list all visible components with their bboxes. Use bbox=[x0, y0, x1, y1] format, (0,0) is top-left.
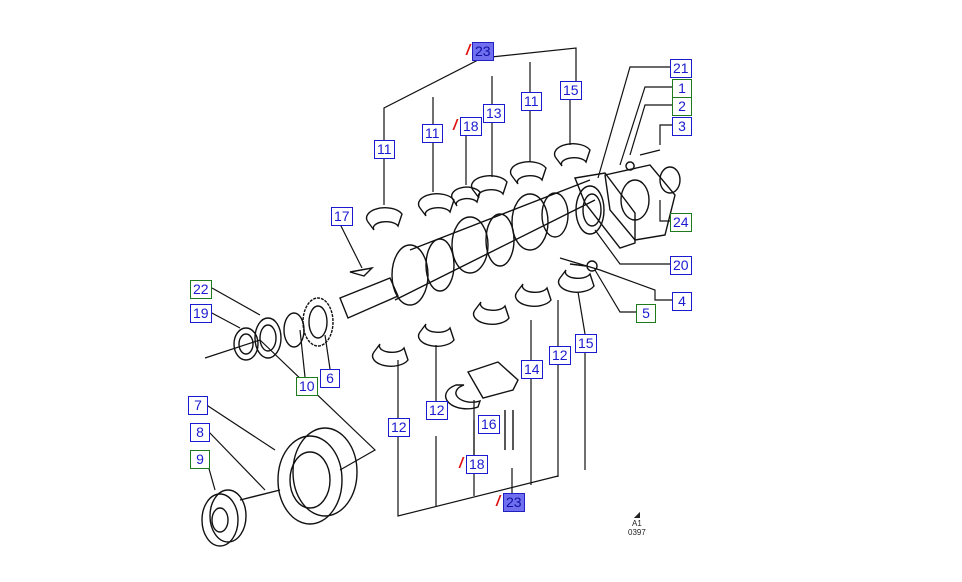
callout-12[interactable]: 12 bbox=[426, 401, 448, 420]
callout-11[interactable]: 11 bbox=[374, 140, 395, 159]
callout-5[interactable]: 5 bbox=[636, 304, 656, 323]
callout-3[interactable]: 3 bbox=[672, 117, 692, 136]
callout-21[interactable]: 21 bbox=[670, 59, 692, 78]
callout-23-bottom[interactable]: 23 bbox=[503, 493, 525, 512]
callout-13[interactable]: 13 bbox=[483, 104, 505, 123]
callout-17[interactable]: 17 bbox=[331, 207, 353, 226]
callout-15-bottom[interactable]: 15 bbox=[575, 334, 597, 353]
callout-8[interactable]: 8 bbox=[190, 423, 210, 442]
callout-9[interactable]: 9 bbox=[190, 450, 210, 469]
callout-24[interactable]: 24 bbox=[670, 213, 692, 232]
rear-seal-housing bbox=[569, 149, 681, 272]
drawing-stamp: ◢ A1 0397 bbox=[628, 510, 646, 537]
callout-7[interactable]: 7 bbox=[188, 396, 208, 415]
callout-19[interactable]: 19 bbox=[190, 304, 212, 323]
callout-18-bottom[interactable]: 18 bbox=[466, 455, 488, 474]
callout-18-top[interactable]: 18 bbox=[460, 117, 482, 136]
stamp-date: 0397 bbox=[628, 528, 646, 537]
bearing-shells bbox=[349, 143, 595, 450]
callout-23-top[interactable]: 23 bbox=[472, 42, 494, 61]
crankshaft bbox=[339, 179, 605, 319]
revision-slash-icon: / bbox=[459, 455, 464, 472]
callout-11[interactable]: 11 bbox=[521, 92, 542, 111]
callout-22[interactable]: 22 bbox=[190, 280, 212, 299]
callout-16[interactable]: 16 bbox=[478, 415, 500, 434]
stamp-mark-icon: ◢ bbox=[633, 510, 640, 519]
callout-14[interactable]: 14 bbox=[521, 360, 543, 379]
callout-20[interactable]: 20 bbox=[670, 256, 692, 275]
callout-11[interactable]: 11 bbox=[422, 124, 443, 143]
callout-10[interactable]: 10 bbox=[296, 377, 318, 396]
callout-12[interactable]: 12 bbox=[388, 418, 410, 437]
revision-slash-icon: / bbox=[466, 42, 471, 59]
callout-2[interactable]: 2 bbox=[672, 97, 692, 116]
revision-slash-icon: / bbox=[496, 493, 501, 510]
leader-lines bbox=[204, 43, 672, 517]
callout-4[interactable]: 4 bbox=[672, 292, 692, 311]
callout-12[interactable]: 12 bbox=[549, 346, 571, 365]
callout-1[interactable]: 1 bbox=[672, 79, 692, 98]
callout-6[interactable]: 6 bbox=[320, 369, 340, 388]
callout-15-top[interactable]: 15 bbox=[560, 81, 582, 100]
front-pulley-assembly bbox=[201, 297, 358, 547]
revision-slash-icon: / bbox=[453, 117, 458, 134]
stamp-code: A1 bbox=[632, 519, 642, 528]
